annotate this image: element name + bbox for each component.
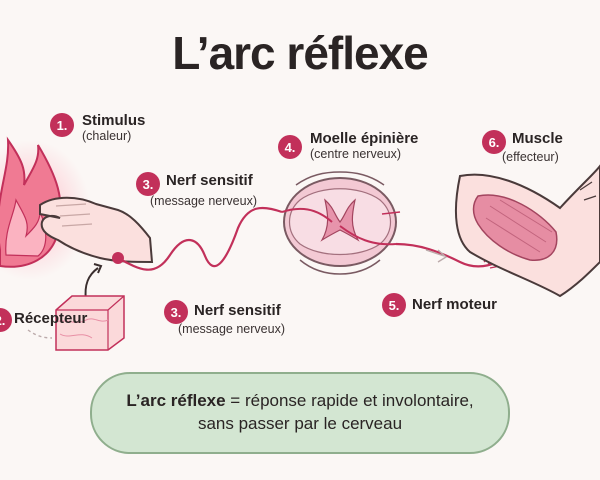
nerf-sensitif-bottom-label: Nerf sensitif (194, 302, 281, 319)
nerf-sensitif-top-title: Nerf sensitif (166, 172, 253, 189)
moelle-label: Moelle épinière (centre nerveux) (310, 130, 418, 162)
arm-muscle-icon (454, 164, 600, 298)
receptor-arrow (84, 267, 99, 301)
hand-icon (39, 196, 154, 264)
page-title: L’arc réflexe (172, 27, 429, 79)
spinal-cord-icon (283, 171, 397, 275)
moelle-title: Moelle épinière (310, 130, 419, 147)
step-2-badge: 2. (0, 308, 12, 332)
moelle-subtitle: (centre nerveux) (310, 147, 402, 162)
step-3-badge-top: 3. (136, 172, 160, 196)
recepteur-title: Récepteur (14, 310, 88, 327)
skin-block-icon (55, 295, 125, 351)
stimulus-label: Stimulus (chaleur) (82, 112, 145, 144)
nerf-moteur-label: Nerf moteur (412, 296, 497, 313)
summary-line-1-rest: = réponse rapide et involontaire, (225, 391, 474, 411)
nerf-sensitif-bottom-sub-wrap: (message nerveux) (178, 322, 285, 336)
nerf-sensitif-top-subtitle: (message nerveux) (150, 194, 257, 208)
stimulus-subtitle: (chaleur) (82, 129, 132, 144)
summary-term: L’arc réflexe (126, 391, 226, 411)
summary-line-2: sans passer par le cerveau (197, 414, 403, 433)
nerf-sensitif-bottom-title: Nerf sensitif (194, 302, 281, 319)
muscle-sub-wrap: (effecteur) (502, 150, 559, 164)
nerf-sensitif-bottom-subtitle: (message nerveux) (178, 322, 285, 336)
stimulus-title: Stimulus (82, 112, 146, 129)
step-6-badge: 6. (482, 130, 506, 154)
step-4-badge: 4. (278, 135, 302, 159)
step-1-badge: 1. (50, 113, 74, 137)
recepteur-label: Récepteur (14, 310, 87, 327)
motor-nerve-path (395, 242, 499, 268)
nerf-sensitif-top-label: Nerf sensitif (166, 172, 253, 189)
flame-icon (0, 136, 90, 280)
nerf-sensitif-top-sub-wrap: (message nerveux) (150, 194, 257, 208)
nerf-moteur-title: Nerf moteur (412, 296, 498, 313)
step-3-badge-bottom: 3. (164, 300, 188, 324)
nerve-ending-dot (112, 252, 124, 264)
muscle-label: Muscle (512, 130, 563, 147)
muscle-title: Muscle (512, 130, 563, 147)
step-5-badge: 5. (382, 293, 406, 317)
summary-box: L’arc réflexe = réponse rapide et involo… (90, 372, 510, 454)
summary-line-1: L’arc réflexe = réponse rapide et involo… (92, 390, 508, 413)
sensory-nerve-path (117, 206, 283, 271)
muscle-subtitle: (effecteur) (502, 150, 559, 164)
